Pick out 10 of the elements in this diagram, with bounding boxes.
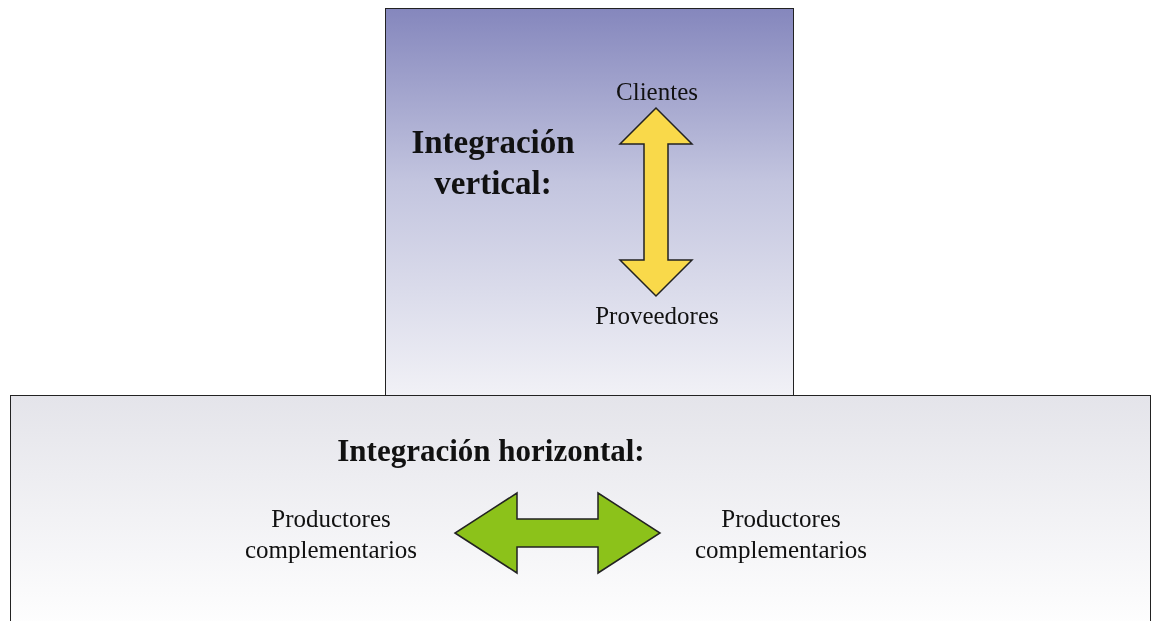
label-text: Productores complementarios [243,503,419,565]
double-arrow [453,491,662,575]
double-arrow [618,106,694,298]
panel-box [10,395,1151,621]
heading-text: Integración vertical: [410,122,576,203]
label-text: Clientes [616,77,698,108]
label-text: Proveedores [595,301,719,332]
heading-text: Integración horizontal: [337,431,645,470]
label-text: Productores complementarios [693,503,869,565]
panel-box [385,8,794,396]
